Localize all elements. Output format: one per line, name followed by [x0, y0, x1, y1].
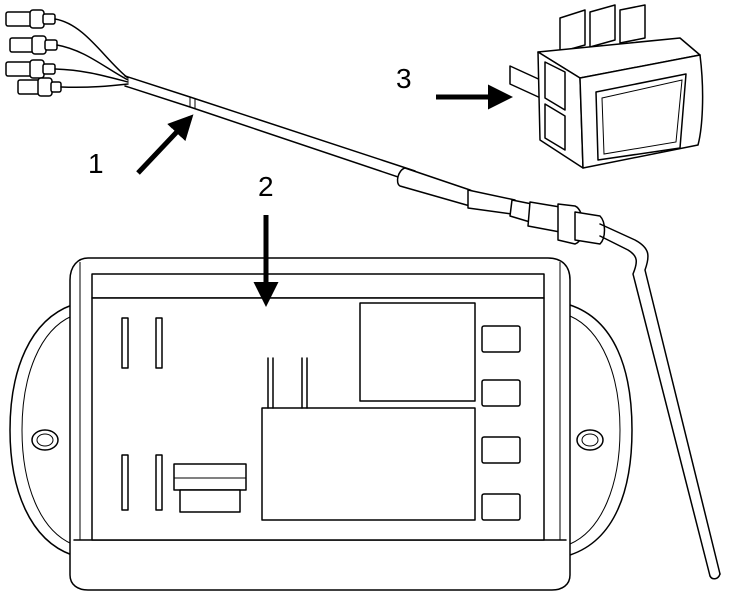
terminal-slot: [155, 317, 163, 369]
terminal-slot: [121, 454, 129, 511]
terminal-tab: [481, 436, 521, 464]
callout-2: 2: [253, 171, 279, 307]
relay-block: [261, 302, 476, 521]
board-connector: [173, 463, 247, 513]
terminal-tab: [481, 379, 521, 407]
temperature-probe-cable: [5, 9, 721, 580]
spade-connectors: [5, 9, 62, 97]
callout-3: 3: [396, 63, 513, 110]
terminal-tab: [481, 493, 521, 521]
rocker-switch: [509, 4, 704, 169]
mounting-hole-left: [31, 429, 59, 451]
terminal-tab: [481, 325, 521, 353]
mounting-hole-right: [576, 429, 604, 451]
controller-module: [9, 257, 633, 591]
callout-label-3: 3: [396, 63, 412, 94]
callout-label-2: 2: [258, 171, 274, 202]
terminal-slot: [121, 317, 129, 369]
terminal-slot: [155, 454, 163, 511]
callout-1: 1: [88, 114, 194, 179]
callout-label-1: 1: [88, 148, 104, 179]
